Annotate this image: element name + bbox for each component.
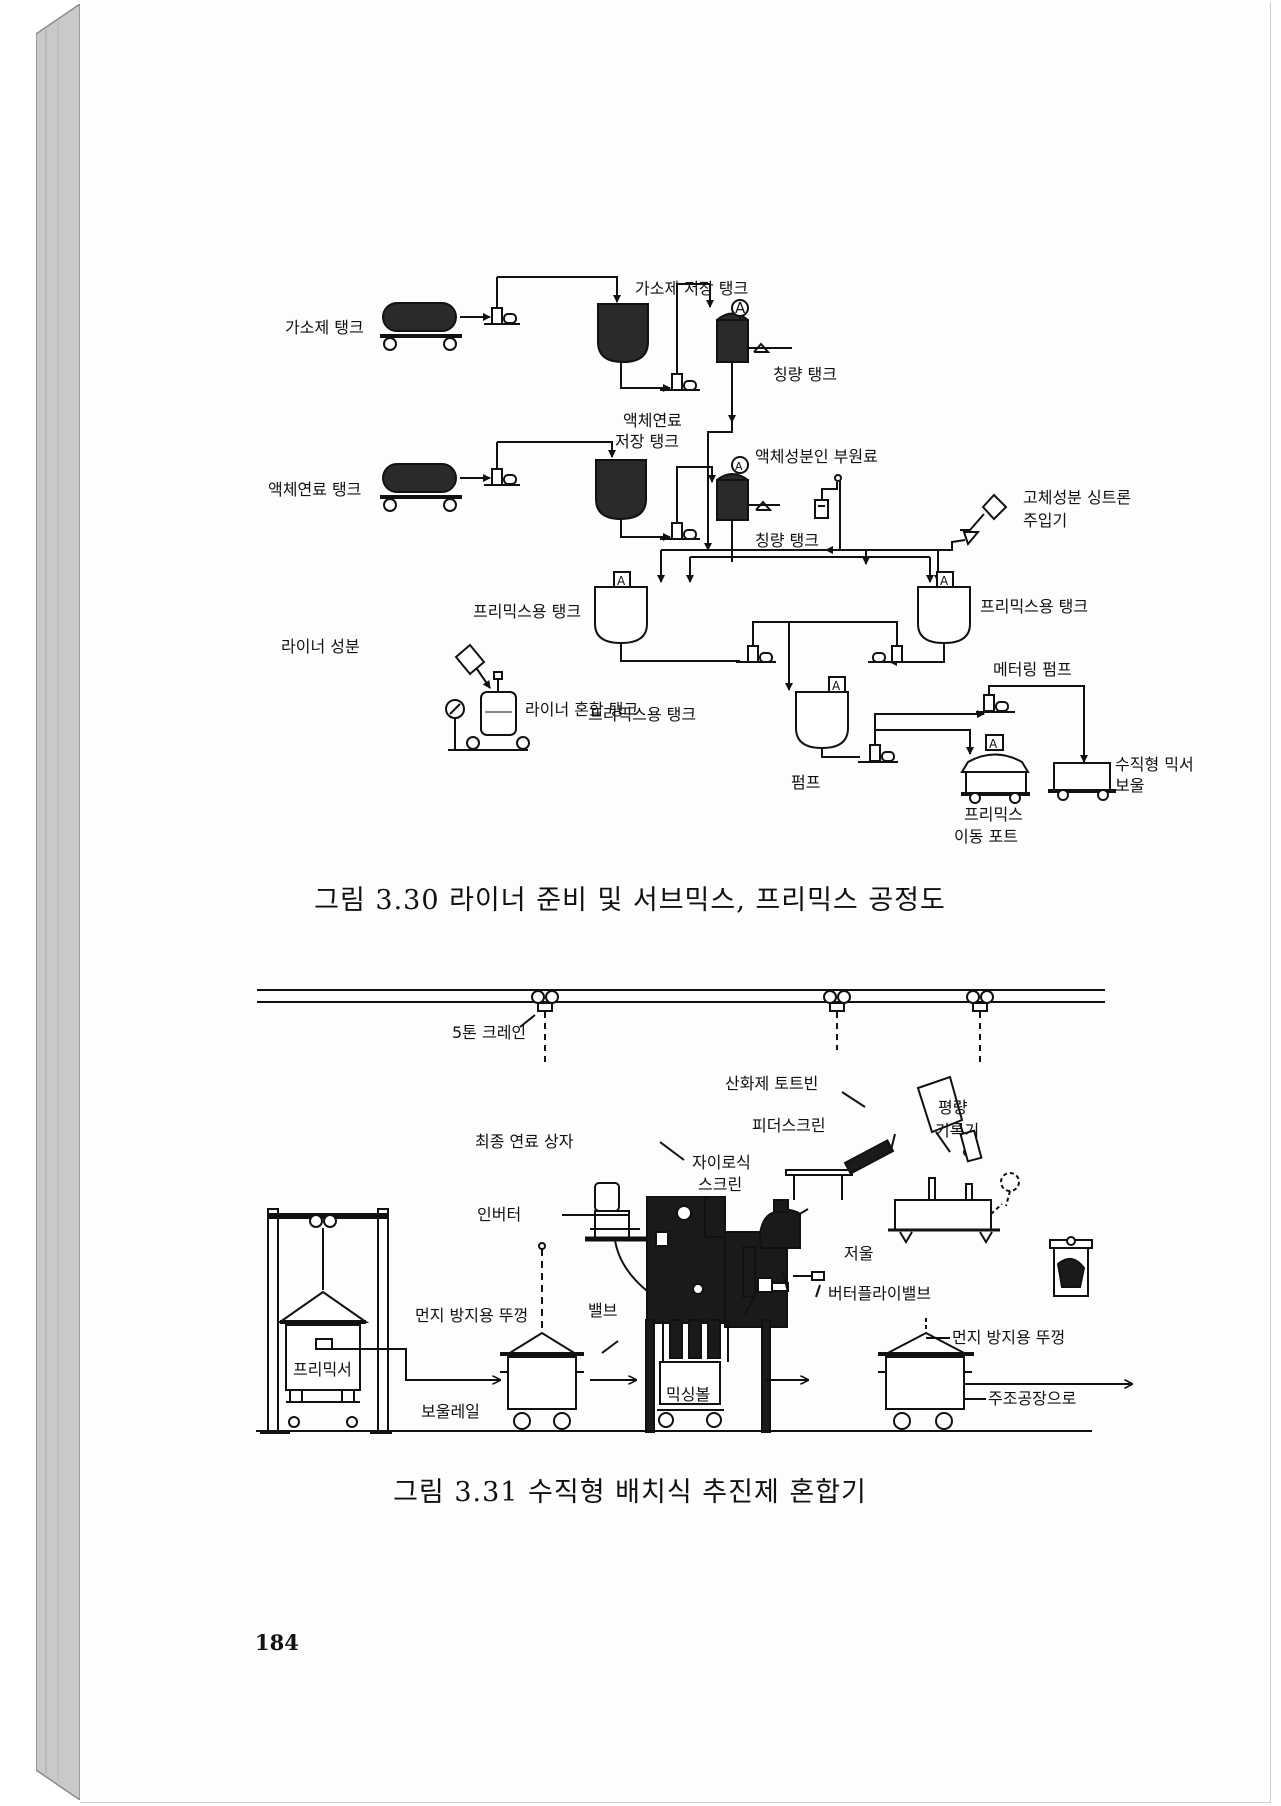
book-spine-edge [36,4,80,1800]
label-liquid-component-aux: 액체성분인 부원료 [755,447,878,466]
svg-text:A: A [735,299,746,317]
weighing-tank-1-icon: A [716,299,792,363]
label-dust-lid-left: 먼지 방지용 뚜껑 [415,1306,528,1325]
label-metering-pump: 메터링 펌프 [993,660,1072,679]
figure-3-30-process-diagram: A [268,276,1194,846]
label-premixer: 프리믹서 [293,1360,352,1379]
bowl-cart-right-icon [878,1318,974,1430]
figure-3-30-labels: 가소제 탱크 가소제 저장 탱크 칭량 탱크 액체연료 저장 탱크 액체연료 탱… [268,279,1194,846]
butterfly-valve-icon [782,1271,825,1293]
liner-mixing-tank-icon [445,643,530,751]
label-premix-pot-line1: 프리믹스 [964,805,1023,824]
premix-transfer-pot-icon: A [960,734,1030,804]
label-final-fuel-box: 최종 연료 상자 [475,1132,574,1151]
weighing-tank-2-icon: A [716,456,780,521]
figure-3-31-mixer-diagram: 5톤 크레인 산화제 토트빈 평량 기록기 피더스크린 최종 연료 상자 자이로… [256,989,1270,1434]
label-inverter: 인버터 [477,1205,521,1224]
label-weighing-tank-1: 칭량 탱크 [773,365,837,384]
figure-3-31-caption: 그림 3.31 수직형 배치식 추진제 혼합기 [393,1477,867,1508]
label-solid-component-line1: 고체성분 싱트론 [1023,488,1131,507]
label-gyro-screen-line2: 스크린 [698,1175,742,1194]
label-dust-lid-right: 먼지 방지용 뚜껑 [952,1328,1065,1347]
scale-platform-icon [888,1172,1020,1244]
liquid-fuel-tank-truck-icon [380,463,462,512]
bowl-cart-left-icon [500,1242,584,1430]
waste-container-icon [1049,1236,1093,1297]
label-weighing-tank-2: 칭량 탱크 [755,531,819,550]
gasifier-tank-truck-icon [380,302,462,351]
label-solid-component-line2: 주입기 [1023,511,1067,530]
label-liquid-fuel-storage-line2: 저장 탱크 [615,432,679,451]
figure-3-31-labels: 5톤 크레인 산화제 토트빈 평량 기록기 피더스크린 최종 연료 상자 자이로… [293,1023,1076,1421]
svg-text:A: A [735,460,743,473]
label-premix-tank-left: 프리믹스용 탱크 [473,602,581,621]
svg-text:A: A [989,737,998,751]
label-pump: 펌프 [791,773,820,792]
label-bowl-rail: 보울레일 [421,1402,480,1421]
label-liner-mixing-tank: 라이너 혼합 탱크 [525,700,638,719]
label-to-casting-plant: 주조공장으로 [988,1389,1076,1408]
gyro-screen-icon [742,1199,801,1315]
label-oxidizer-tote-bin: 산화제 토트빈 [725,1074,818,1093]
label-gasifier-tank: 가소제 탱크 [285,318,364,337]
label-valve: 밸브 [588,1301,617,1320]
label-premix-pot-line2: 이동 포트 [954,827,1018,846]
label-weigh-recorder-line2: 기록기 [935,1121,979,1140]
mixer-tower-icon [645,1196,788,1433]
label-liner-component: 라이너 성분 [281,637,360,656]
label-scale: 저울 [844,1244,873,1263]
pump-icon [484,442,520,486]
premix-tank-right-icon: A [917,571,971,645]
aux-material-container-icon [814,474,842,519]
label-crane: 5톤 크레인 [452,1023,526,1042]
solid-injector-icon [960,493,1008,547]
label-liquid-fuel-tank: 액체연료 탱크 [268,480,361,499]
gasifier-storage-tank-icon [597,303,649,364]
label-weigh-recorder-line1: 평량 [938,1098,968,1117]
svg-text:A: A [832,679,841,693]
label-butterfly-valve: 버터플라이밸브 [828,1284,931,1303]
label-mixing-bowl: 믹싱볼 [666,1385,710,1404]
crane-rail [257,989,1105,1064]
label-premix-tank-bottom: 프리믹스용 탱크 [588,705,696,724]
metering-pump-icon [976,694,1015,713]
label-gyro-screen-line1: 자이로식 [692,1153,751,1172]
label-premix-tank-right: 프리믹스용 탱크 [980,597,1088,616]
oxidizer-tote-bin-icon [916,1075,983,1163]
svg-text:A: A [617,574,626,588]
label-feeder-screen: 피더스크린 [752,1116,826,1135]
label-vertical-mixer-line2: 보울 [1115,776,1144,795]
vertical-mixer-bowl-icon [1048,762,1116,801]
pump-icon [484,277,520,325]
feeder-screen-icon [785,1139,895,1200]
premixer-gantry-icon [260,1208,392,1434]
page-number: 184 [255,1630,299,1655]
label-liquid-fuel-storage-line1: 액체연료 [623,411,682,430]
label-gasifier-storage-tank: 가소제 저장 탱크 [635,279,748,298]
label-vertical-mixer-line1: 수직형 믹서 [1115,755,1194,774]
figure-3-30-caption: 그림 3.30 라이너 준비 및 서브믹스, 프리믹스 공정도 [314,885,946,916]
svg-text:A: A [940,574,949,588]
book-page: A [80,2,1271,1803]
